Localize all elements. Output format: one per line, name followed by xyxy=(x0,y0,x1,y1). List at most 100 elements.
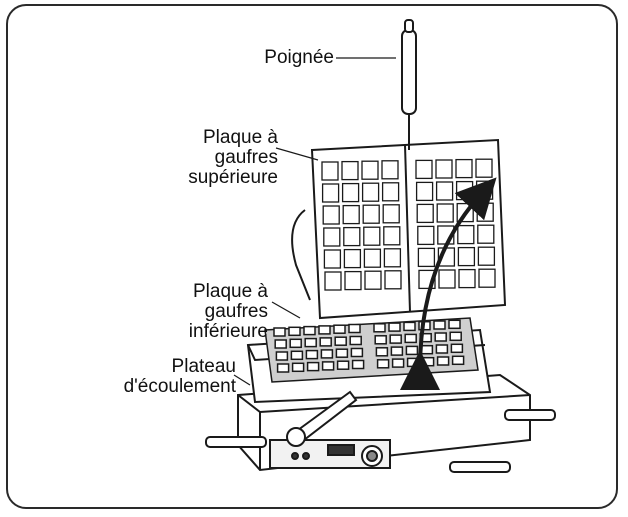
waffle-cell xyxy=(334,336,347,346)
upper-waffle-plate xyxy=(310,138,507,320)
waffle-cell xyxy=(457,224,475,245)
waffle-cell xyxy=(375,347,389,357)
waffle-cell xyxy=(455,158,473,179)
waffle-cell xyxy=(362,204,380,224)
leader-lines xyxy=(233,57,396,386)
label-lower-plate: Plaque à gaufres inférieure xyxy=(188,281,268,342)
waffle-cell xyxy=(322,205,340,225)
label-handle: Poignée xyxy=(264,47,334,68)
waffle-cell xyxy=(382,204,400,224)
waffle-cell xyxy=(361,160,379,180)
waffle-cell xyxy=(403,321,416,332)
waffle-cell xyxy=(383,226,401,246)
waffle-cell xyxy=(323,249,342,269)
waffle-cell xyxy=(478,268,496,288)
waffle-cell xyxy=(436,356,450,366)
waffle-cell xyxy=(383,248,402,268)
waffle-cell xyxy=(364,270,382,290)
waffle-cell xyxy=(290,350,304,361)
waffle-cell xyxy=(348,323,361,334)
waffle-cell xyxy=(477,224,495,244)
side-rods xyxy=(205,409,556,473)
waffle-cell xyxy=(273,327,286,337)
handle xyxy=(401,19,417,150)
waffle-cell xyxy=(415,159,433,180)
waffle-cell xyxy=(405,345,419,356)
waffle-cell xyxy=(389,334,402,344)
waffle-cell xyxy=(435,181,454,201)
waffle-cell xyxy=(276,363,290,373)
waffle-cell xyxy=(321,183,340,203)
waffle-cell xyxy=(303,325,316,336)
waffle-cell xyxy=(415,181,434,202)
waffle-cell xyxy=(448,319,461,330)
waffle-cell xyxy=(349,335,362,346)
waffle-cell xyxy=(433,320,446,330)
waffle-cell xyxy=(323,227,341,247)
waffle-cell xyxy=(388,322,401,332)
label-drip-tray: Plateau d'écoulement xyxy=(123,356,236,397)
waffle-cell xyxy=(458,268,476,289)
waffle-cell xyxy=(342,204,360,225)
waffle-cell xyxy=(320,349,334,359)
waffle-cell xyxy=(384,270,402,290)
waffle-cell xyxy=(434,332,447,342)
waffle-cell xyxy=(343,226,361,247)
waffle-cell xyxy=(333,324,346,334)
waffle-cell xyxy=(381,182,400,202)
waffle-cell xyxy=(391,358,405,368)
front-lever xyxy=(286,390,358,447)
waffle-cell xyxy=(318,325,331,335)
waffle-cell xyxy=(305,349,319,360)
waffle-cell xyxy=(321,361,335,371)
label-upper-plate: Plaque à gaufres supérieure xyxy=(188,127,278,188)
waffle-cell xyxy=(451,355,465,366)
waffle-cell xyxy=(477,246,496,266)
waffle-cell xyxy=(457,246,476,267)
waffle-cell xyxy=(436,203,454,223)
waffle-cell xyxy=(406,357,420,368)
waffle-cell xyxy=(476,202,494,222)
open-close-arrow xyxy=(399,177,497,391)
waffle-cell xyxy=(341,182,360,203)
waffle-cell xyxy=(344,270,362,291)
waffle-cell xyxy=(435,344,449,354)
waffle-cell xyxy=(306,361,320,372)
waffle-cell xyxy=(321,161,339,181)
waffle-cell xyxy=(420,344,434,355)
waffle-cell xyxy=(289,338,302,349)
waffle-cell xyxy=(421,356,435,367)
waffle-cell xyxy=(417,225,435,246)
waffle-cell xyxy=(455,180,474,201)
waffle-cell xyxy=(361,182,380,202)
waffle-cell xyxy=(417,247,436,268)
waffle-cell xyxy=(450,343,464,354)
waffle-cell xyxy=(291,362,305,373)
waffle-cell xyxy=(390,346,404,356)
waffle-cell xyxy=(275,351,289,361)
waffle-cell xyxy=(343,248,362,269)
waffle-cell xyxy=(363,226,381,246)
waffle-cell xyxy=(304,337,317,348)
waffle-cell xyxy=(381,160,399,180)
waffle-cell xyxy=(274,339,287,349)
waffle-cell xyxy=(475,158,493,178)
waffle-cell xyxy=(288,326,301,337)
waffle-cell xyxy=(449,331,462,342)
waffle-cell xyxy=(404,333,417,344)
waffle-cell xyxy=(438,269,456,289)
waffle-cell xyxy=(341,160,359,181)
waffle-cell xyxy=(435,159,453,179)
waffle-cell xyxy=(336,360,350,370)
waffle-cell xyxy=(373,323,386,333)
waffle-cell xyxy=(374,335,387,345)
waffle-cell xyxy=(351,359,365,370)
lower-waffle-plate xyxy=(264,317,479,383)
waffle-cell xyxy=(363,248,382,268)
waffle-cell xyxy=(416,203,434,224)
waffle-cell xyxy=(319,337,332,347)
waffle-cell xyxy=(350,347,364,358)
hinge-bar xyxy=(291,209,311,301)
waffle-cell xyxy=(324,271,342,291)
